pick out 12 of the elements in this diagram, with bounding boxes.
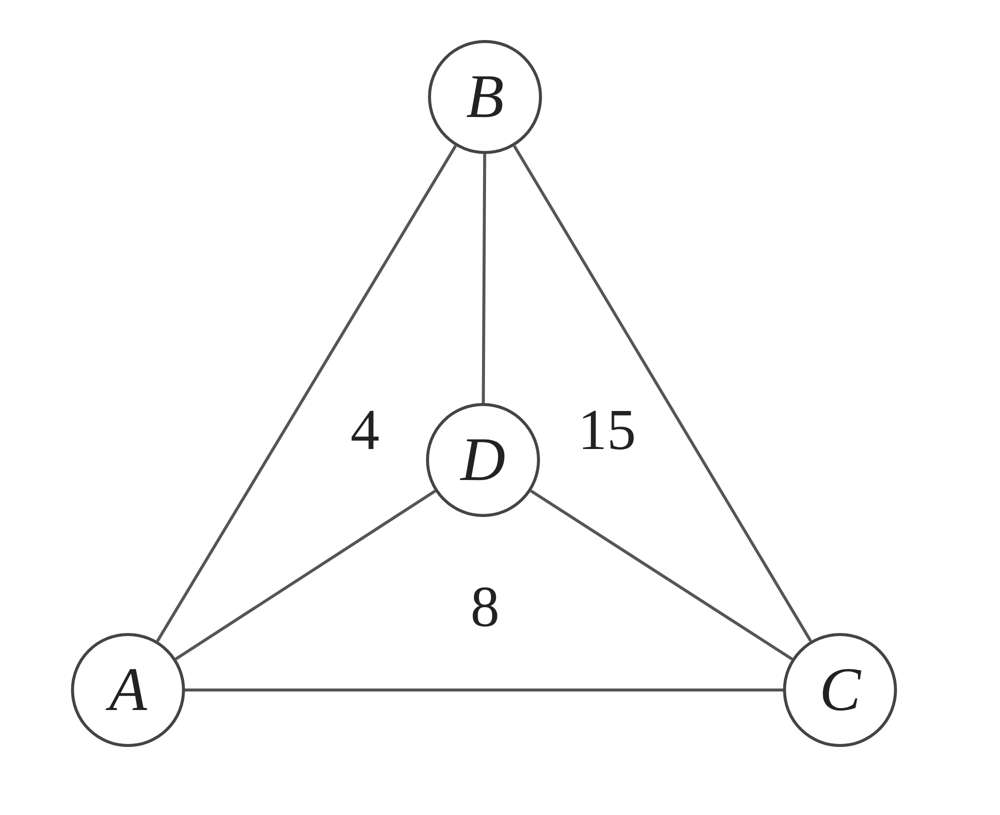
weight-label: 4 [350, 401, 380, 459]
weight-label: 8 [470, 578, 500, 636]
graph-edge [156, 145, 457, 642]
graph-edge [185, 688, 783, 692]
graph-edge [513, 145, 812, 642]
vertex-label: D [460, 429, 506, 491]
vertex-label: C [819, 659, 861, 721]
graph-edge [530, 490, 793, 660]
graph-edge [482, 154, 486, 403]
graph-edge [175, 490, 436, 660]
vertex-label: B [466, 66, 504, 128]
weight-label: 15 [578, 401, 636, 459]
